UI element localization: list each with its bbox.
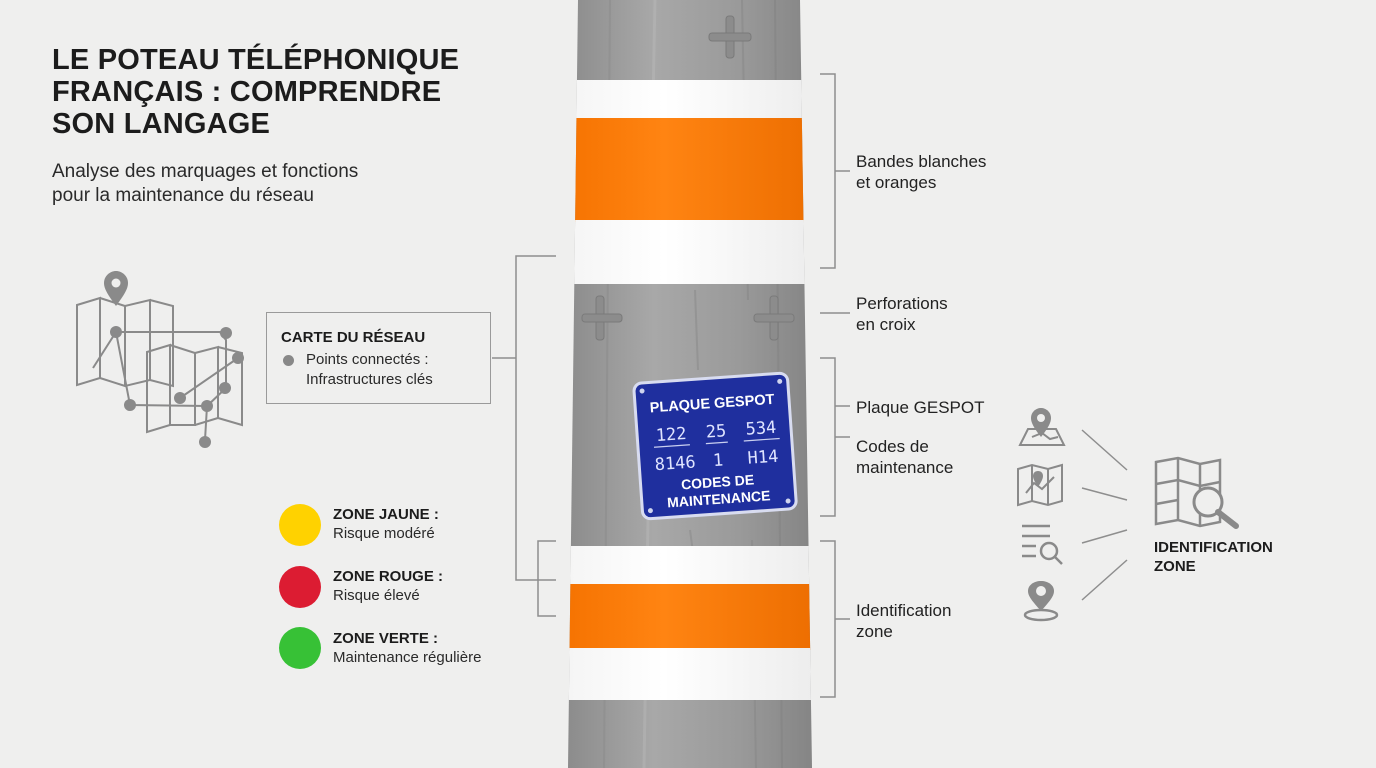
white-band bbox=[568, 220, 812, 284]
list-search-icon bbox=[1022, 524, 1063, 565]
zone-title: ZONE VERTE : bbox=[333, 630, 439, 647]
title-line: FRANÇAIS : COMPRENDRE bbox=[52, 76, 442, 108]
zone-green-dot bbox=[279, 627, 321, 669]
callout-codes: Codes de maintenance bbox=[856, 436, 953, 478]
white-band bbox=[568, 80, 812, 120]
plate-footer: CODES DE bbox=[681, 471, 755, 492]
plate-footer: MAINTENANCE bbox=[667, 487, 771, 510]
network-card-line: Infrastructures clés bbox=[306, 371, 433, 388]
callout-line: Plaque GESPOT bbox=[856, 398, 985, 417]
callout-identification: Identification zone bbox=[856, 600, 951, 642]
cross-perforation-icon bbox=[708, 15, 752, 59]
cross-perforation-icon bbox=[753, 295, 795, 341]
network-card-line: Points connectés : bbox=[306, 351, 429, 368]
callout-line: zone bbox=[856, 622, 893, 641]
zone-description: Risque modéré bbox=[333, 525, 435, 542]
plate-code: 534 bbox=[745, 418, 777, 440]
map-pin-icon bbox=[104, 271, 128, 306]
subtitle-line: Analyse des marquages et fonctions bbox=[52, 161, 359, 182]
white-band bbox=[568, 546, 812, 586]
location-pin-icon bbox=[1023, 581, 1059, 622]
zone-red-dot bbox=[279, 566, 321, 608]
callout-line: maintenance bbox=[856, 458, 954, 477]
identification-line: ZONE bbox=[1154, 558, 1196, 575]
callout-line: et oranges bbox=[856, 173, 937, 192]
lower-bands bbox=[568, 546, 812, 700]
zone-description: Risque élevé bbox=[333, 587, 420, 604]
plate-code: 122 bbox=[655, 424, 687, 446]
callout-perforations: Perforations en croix bbox=[856, 293, 948, 335]
connector-lines bbox=[1081, 429, 1128, 601]
network-card-title: CARTE DU RÉSEAU bbox=[281, 329, 426, 346]
map-pin-icon bbox=[1018, 408, 1066, 446]
callout-line: Identification bbox=[856, 601, 952, 620]
orange-band bbox=[568, 118, 812, 222]
identification-zone-label: IDENTIFICATION ZONE bbox=[1154, 538, 1273, 576]
map-fold-icon bbox=[1017, 463, 1063, 507]
plate-code: 8146 bbox=[654, 452, 696, 475]
network-nodes bbox=[110, 326, 244, 448]
subtitle-line: pour la maintenance du réseau bbox=[52, 185, 314, 206]
identification-line: IDENTIFICATION bbox=[1154, 539, 1273, 556]
zone-description: Maintenance régulière bbox=[333, 649, 482, 666]
network-card: CARTE DU RÉSEAU Points connectés : Infra… bbox=[266, 312, 491, 404]
zone-title: ZONE ROUGE : bbox=[333, 568, 444, 585]
callout-line: Codes de bbox=[856, 437, 929, 456]
cross-perforation-icon bbox=[581, 295, 623, 341]
upper-bands bbox=[568, 80, 812, 284]
callout-line: en croix bbox=[856, 315, 916, 334]
map-network-icon bbox=[76, 296, 243, 441]
plate-code: 1 bbox=[712, 450, 724, 471]
callout-brackets bbox=[820, 73, 850, 698]
map-search-icon bbox=[1154, 456, 1239, 529]
zone-title: ZONE JAUNE : bbox=[333, 506, 439, 523]
bullet-dot bbox=[283, 355, 294, 366]
page-title: LE POTEAU TÉLÉPHONIQUE FRANÇAIS : COMPRE… bbox=[52, 44, 522, 140]
plate-code: H14 bbox=[747, 447, 779, 469]
callout-plaque: Plaque GESPOT bbox=[856, 397, 985, 418]
callout-line: Bandes blanches bbox=[856, 152, 987, 171]
title-line: LE POTEAU TÉLÉPHONIQUE bbox=[52, 44, 460, 76]
orange-band bbox=[568, 584, 812, 650]
title-line: SON LANGAGE bbox=[52, 108, 271, 140]
gespot-plate: PLAQUE GESPOT 122 25 534 8146 1 H14 CODE… bbox=[632, 371, 798, 521]
zone-yellow-dot bbox=[279, 504, 321, 546]
page-subtitle: Analyse des marquages et fonctions pour … bbox=[52, 160, 472, 208]
plate-code: 25 bbox=[705, 421, 727, 442]
white-band bbox=[568, 648, 812, 700]
callout-bands: Bandes blanches et oranges bbox=[856, 151, 986, 193]
callout-line: Perforations bbox=[856, 294, 948, 313]
network-bracket bbox=[492, 255, 556, 617]
